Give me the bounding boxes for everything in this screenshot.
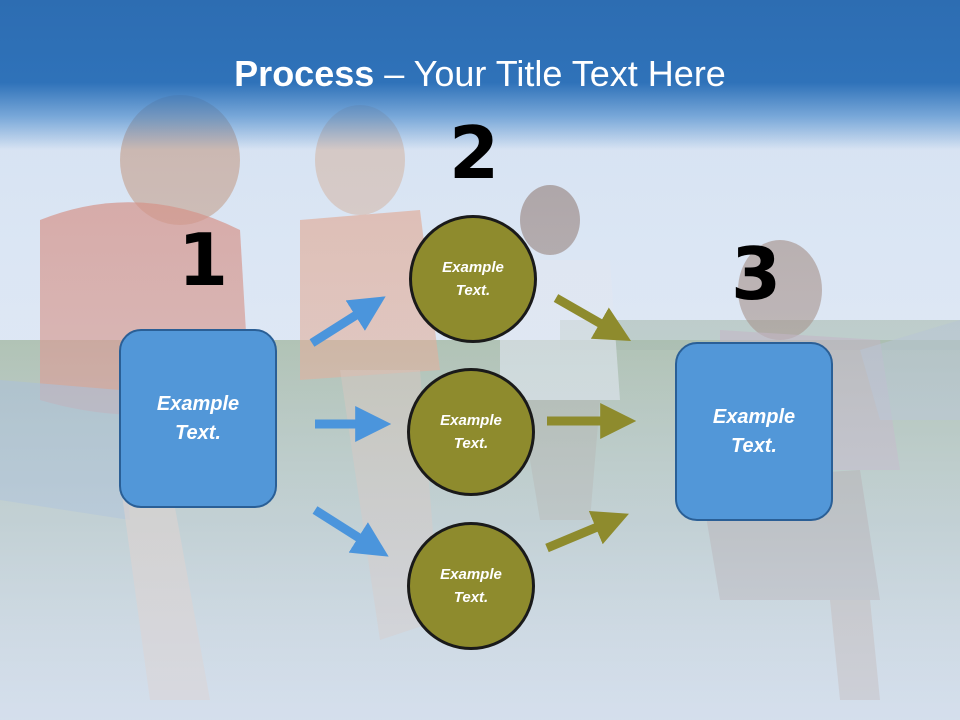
title-rest: – Your Title Text Here	[374, 53, 726, 94]
box-right-line2: Text.	[731, 434, 777, 457]
step-number-3: 3	[731, 232, 782, 316]
box-right-line1: Example	[712, 405, 796, 428]
process-box-left[interactable]: Example Text.	[119, 329, 277, 508]
title-band	[0, 0, 960, 150]
circle-bottom-line1: Example	[440, 566, 502, 583]
slide-title: Process – Your Title Text Here	[0, 52, 960, 96]
step-number-2: 2	[449, 111, 500, 195]
circle-middle-line1: Example	[440, 412, 502, 429]
process-circle-bottom[interactable]: Example Text.	[407, 522, 535, 650]
process-box-right[interactable]: Example Text.	[675, 342, 833, 521]
process-circle-top[interactable]: Example Text.	[409, 215, 537, 343]
circle-top-line2: Text.	[455, 282, 491, 299]
title-bold: Process	[234, 53, 375, 94]
process-circle-middle[interactable]: Example Text.	[407, 368, 535, 496]
circle-middle-line2: Text.	[453, 435, 489, 452]
box-left-line1: Example	[156, 392, 240, 415]
circle-bottom-line2: Text.	[453, 589, 489, 606]
circle-top-line1: Example	[442, 259, 504, 276]
step-number-1: 1	[178, 218, 229, 302]
box-left-line2: Text.	[175, 421, 221, 444]
